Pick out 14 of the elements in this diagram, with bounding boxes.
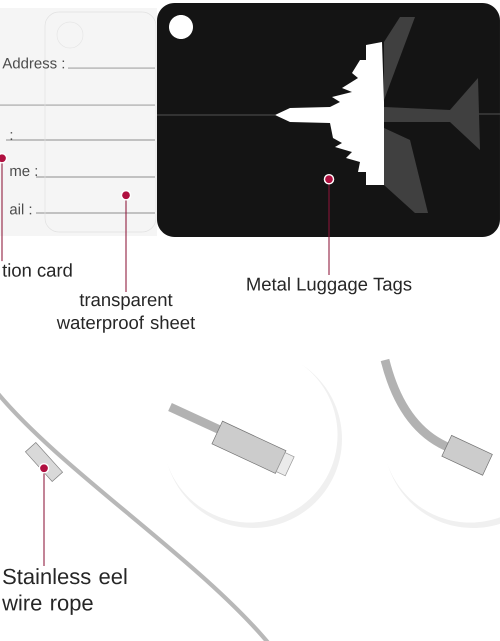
information-card (0, 8, 157, 236)
callout-label: Stainless eel wire rope (2, 568, 126, 615)
leader-line (120, 190, 132, 292)
callout-label: transparent waterproof sheet (56, 294, 196, 333)
field-label: : (10, 132, 12, 140)
field-label: ail : (10, 204, 32, 214)
callout-label: Metal Luggage Tags (247, 277, 412, 294)
leader-line (324, 174, 334, 275)
callout-label: tion card (2, 263, 72, 277)
leader-line (0, 153, 8, 262)
field-label: Address : (2, 58, 64, 68)
metal-tag (156, 3, 500, 237)
field-label: me : (10, 168, 38, 176)
leader-line (38, 463, 50, 566)
